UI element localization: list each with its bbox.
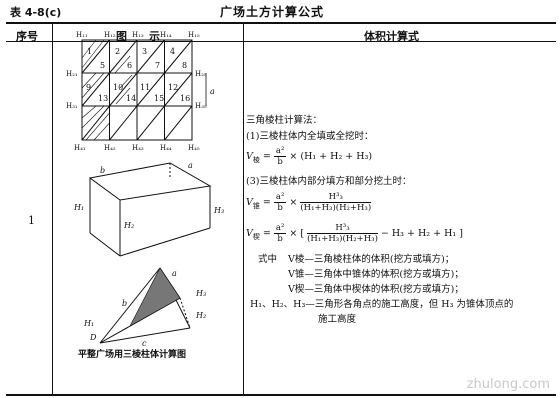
- svg-text:H₄₃: H₄₃: [132, 144, 144, 152]
- svg-text:9: 9: [86, 83, 91, 92]
- svg-text:13: 13: [98, 94, 108, 103]
- def-heights: H₁、H₂、H₃—三角形各角点的施工高度，但 H₃ 为锥体顶点的: [250, 299, 514, 310]
- prism-3d: [88, 162, 212, 257]
- svg-text:c: c: [142, 339, 147, 348]
- svg-text:H₁₄: H₁₄: [160, 31, 172, 39]
- svg-text:b: b: [122, 299, 127, 308]
- where-label: 式中: [258, 254, 278, 265]
- svg-text:H₁: H₁: [83, 319, 94, 328]
- svg-text:16: 16: [180, 94, 190, 103]
- svg-text:14: 14: [126, 94, 136, 103]
- svg-text:11: 11: [140, 83, 150, 92]
- table-title: 广场土方计算公式: [220, 5, 325, 19]
- svg-text:12: 12: [168, 83, 178, 92]
- col-header-no: 序号: [16, 30, 38, 43]
- svg-text:H₂₁: H₂₁: [66, 70, 78, 78]
- svg-text:H₃₁: H₃₁: [66, 102, 78, 110]
- svg-text:H₂: H₂: [195, 311, 206, 320]
- svg-text:5: 5: [100, 61, 105, 70]
- svg-text:H₂: H₂: [123, 221, 134, 230]
- def-v-wedge: V楔—三角体中楔体的体积(挖方或填方)；: [288, 284, 464, 295]
- svg-text:4: 4: [170, 47, 175, 56]
- svg-text:H₁₂: H₁₂: [104, 31, 116, 39]
- svg-text:H₃: H₃: [213, 206, 224, 215]
- svg-text:a: a: [188, 161, 193, 170]
- col-header-formula: 体积计算式: [364, 30, 419, 43]
- svg-text:b: b: [100, 166, 105, 175]
- svg-text:15: 15: [154, 94, 164, 103]
- svg-text:H₁₃: H₁₃: [132, 31, 144, 39]
- svg-text:1: 1: [87, 47, 92, 56]
- case-1-label: (1)三棱柱体内全填或全挖时：: [246, 131, 374, 142]
- figure-caption: 平整广场用三棱柱体计算图: [78, 350, 187, 360]
- svg-text:H₃₅: H₃₅: [195, 102, 207, 110]
- svg-text:a: a: [172, 269, 177, 278]
- svg-text:H₃: H₃: [195, 289, 206, 298]
- method-heading: 三角棱柱计算法：: [246, 115, 323, 126]
- svg-text:7: 7: [155, 61, 160, 70]
- row-number: 1: [28, 214, 35, 227]
- svg-text:8: 8: [182, 61, 187, 70]
- svg-text:H₄₄: H₄₄: [160, 144, 172, 152]
- svg-text:2: 2: [115, 47, 120, 56]
- def-v-cone: V锥—三角体中锥体的体积(挖方或填方)；: [288, 269, 464, 280]
- case-3-label: (3)三棱柱体内部分填方和部分挖土时：: [246, 176, 412, 187]
- svg-text:D: D: [89, 333, 97, 342]
- svg-text:H₁₅: H₁₅: [188, 31, 200, 39]
- svg-text:H₂₅: H₂₅: [195, 70, 207, 78]
- watermark: zhulong.com: [466, 377, 550, 392]
- svg-text:H₄₁: H₄₁: [74, 144, 86, 152]
- table-number: 表 4-8(c): [10, 6, 62, 19]
- svg-text:H₄₅: H₄₅: [188, 144, 200, 152]
- table-header: 表 4-8(c) 广场土方计算公式: [0, 0, 560, 22]
- svg-text:3: 3: [142, 47, 147, 56]
- svg-text:6: 6: [127, 61, 132, 70]
- def-heights-cont: 施工高度: [318, 314, 357, 325]
- svg-text:H₁: H₁: [73, 203, 84, 212]
- svg-text:H₄₂: H₄₂: [104, 144, 116, 152]
- svg-text:H₁₁: H₁₁: [76, 31, 88, 39]
- svg-text:10: 10: [113, 83, 123, 92]
- def-v-prism: V棱—三角棱柱体的体积(挖方或填方)；: [288, 254, 455, 265]
- svg-text:a: a: [210, 87, 215, 96]
